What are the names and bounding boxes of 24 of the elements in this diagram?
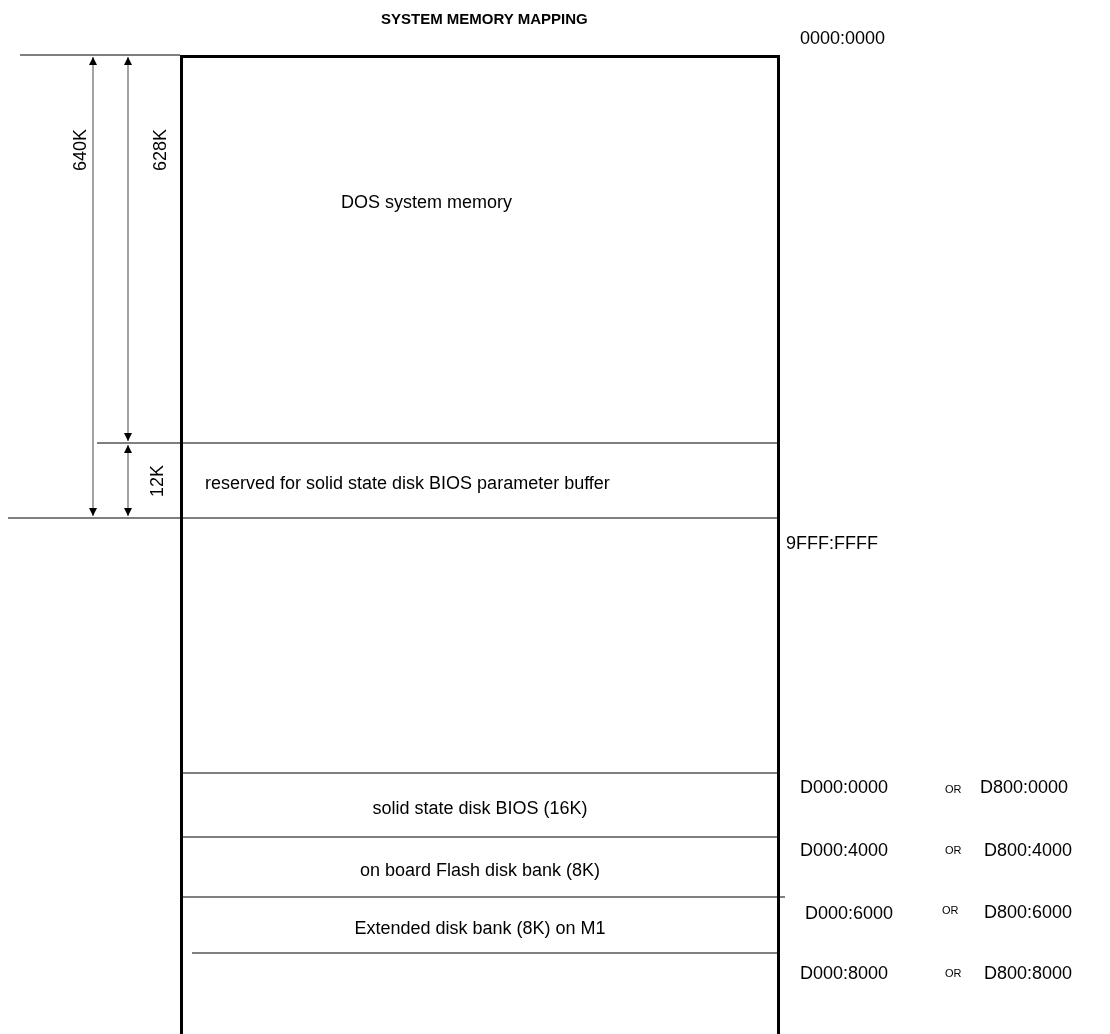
or-label: OR [945, 967, 962, 979]
address-label: D000:6000 [805, 904, 894, 922]
region-label: on board Flash disk bank (8K) [359, 858, 601, 882]
region-label: reserved for solid state disk BIOS parameter buffer [205, 472, 610, 495]
memory-map-column [180, 55, 780, 1034]
address-label: 9FFF:FFFF [786, 534, 878, 552]
region-label: solid state disk BIOS (16K) [372, 796, 588, 820]
dimension-label: 628K [151, 129, 169, 171]
region-label: Extended disk bank (8K) on M1 [354, 916, 606, 940]
region-label: DOS system memory [341, 191, 513, 214]
address-label: D800:6000 [984, 903, 1073, 921]
dimension-label: 12K [148, 465, 166, 497]
address-label: D800:8000 [984, 964, 1073, 982]
or-label: OR [945, 783, 962, 795]
address-label: D800:4000 [984, 841, 1073, 859]
address-label: 0000:0000 [800, 29, 886, 47]
address-label: D000:0000 [800, 778, 889, 796]
diagram-title: SYSTEM MEMORY MAPPING [381, 9, 588, 29]
address-label: D800:0000 [980, 778, 1069, 796]
or-label: OR [942, 904, 959, 916]
or-label: OR [945, 844, 962, 856]
dimension-label: 640K [71, 129, 89, 171]
address-label: D000:4000 [800, 841, 889, 859]
address-label: D000:8000 [800, 964, 889, 982]
